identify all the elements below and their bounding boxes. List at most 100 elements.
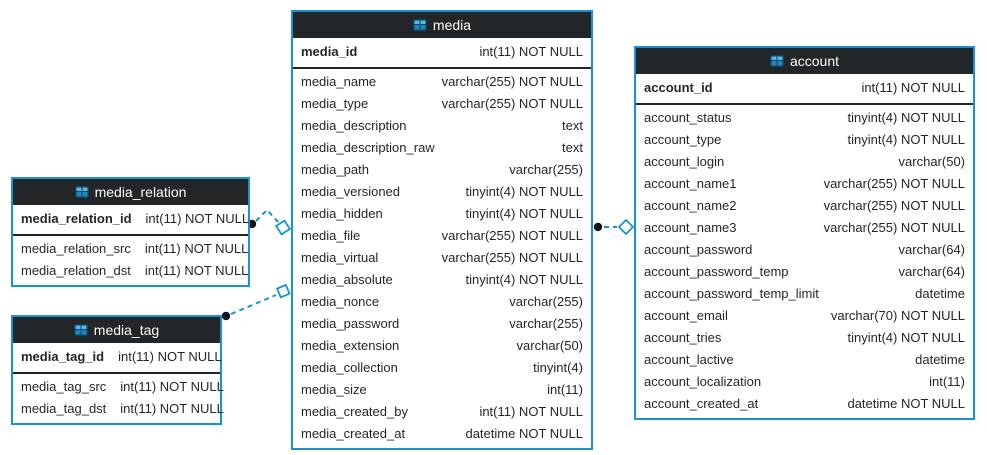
- column-name: media_tag_dst: [21, 401, 107, 416]
- column-type: int(11) NOT NULL: [144, 263, 249, 278]
- column-type: varchar(255) NOT NULL: [441, 96, 583, 111]
- relation-media_relation-to-media[interactable]: [247, 208, 292, 236]
- column-name: media_tag_src: [21, 379, 107, 394]
- column-type: int(11): [547, 382, 583, 397]
- column-type: tinyint(4) NOT NULL: [847, 330, 965, 345]
- column-type: varchar(255): [509, 316, 583, 331]
- column-type: int(11) NOT NULL: [479, 404, 583, 419]
- column-name: media_path: [301, 162, 369, 177]
- column-type: text: [562, 140, 583, 155]
- column-name: account_email: [644, 308, 728, 323]
- column-type: varchar(255) NOT NULL: [823, 220, 965, 235]
- table-icon: [769, 55, 784, 67]
- table-icon: [412, 19, 427, 31]
- column-name: media_relation_src: [21, 241, 131, 256]
- column-name: media_created_by: [301, 404, 408, 419]
- table-title: media_relation: [94, 184, 187, 200]
- column-type: varchar(255) NOT NULL: [823, 198, 965, 213]
- column-type: datetime NOT NULL: [465, 426, 583, 441]
- column-row[interactable]: account_type tinyint(4) NOT NULL: [636, 129, 973, 151]
- column-row[interactable]: media_nonce varchar(255): [293, 291, 591, 313]
- column-type: int(11) NOT NULL: [120, 401, 224, 416]
- column-name: media_extension: [301, 338, 400, 353]
- column-name: account_password_temp_limit: [644, 286, 819, 301]
- table-account-header[interactable]: account: [636, 48, 973, 74]
- column-type: varchar(255): [509, 294, 583, 309]
- table-media-tag-header[interactable]: media_tag: [13, 317, 220, 343]
- column-type: varchar(50): [898, 154, 965, 169]
- relation-media-to-account[interactable]: [593, 218, 635, 236]
- table-title: media: [432, 17, 472, 33]
- table-media-relation-header[interactable]: media_relation: [13, 179, 248, 205]
- column-name: account_name3: [644, 220, 737, 235]
- column-name: media_tag_id: [21, 349, 105, 364]
- column-row[interactable]: media_created_by int(11) NOT NULL: [293, 401, 591, 423]
- column-type: varchar(70) NOT NULL: [830, 308, 965, 323]
- column-row[interactable]: media_created_at datetime NOT NULL: [293, 423, 591, 445]
- column-type: tinyint(4) NOT NULL: [465, 206, 583, 221]
- column-name: media_file: [301, 228, 361, 243]
- column-name: media_created_at: [301, 426, 406, 441]
- column-row[interactable]: account_name3 varchar(255) NOT NULL: [636, 217, 973, 239]
- column-type: varchar(255): [509, 162, 583, 177]
- table-media-header[interactable]: media: [293, 12, 591, 38]
- relation-media_tag-to-media[interactable]: [221, 283, 291, 321]
- column-name: account_login: [644, 154, 725, 169]
- column-type: varchar(64): [898, 264, 965, 279]
- column-row[interactable]: media_size int(11): [293, 379, 591, 401]
- column-name: media_absolute: [301, 272, 393, 287]
- column-row[interactable]: media_tag_dst int(11) NOT NULL: [13, 398, 224, 420]
- column-name: account_type: [644, 132, 722, 147]
- column-type: tinyint(4) NOT NULL: [465, 272, 583, 287]
- column-row[interactable]: media_absolute tinyint(4) NOT NULL: [293, 269, 591, 291]
- column-name: media_size: [301, 382, 367, 397]
- column-row[interactable]: account_email varchar(70) NOT NULL: [636, 305, 973, 327]
- column-row[interactable]: account_login varchar(50): [636, 151, 973, 173]
- column-name: media_virtual: [301, 250, 379, 265]
- column-type: tinyint(4) NOT NULL: [847, 132, 965, 147]
- column-name: media_nonce: [301, 294, 380, 309]
- column-type: varchar(255) NOT NULL: [823, 176, 965, 191]
- column-row[interactable]: media_path varchar(255): [293, 159, 591, 181]
- column-type: tinyint(4): [533, 360, 583, 375]
- column-type: varchar(255) NOT NULL: [441, 74, 583, 89]
